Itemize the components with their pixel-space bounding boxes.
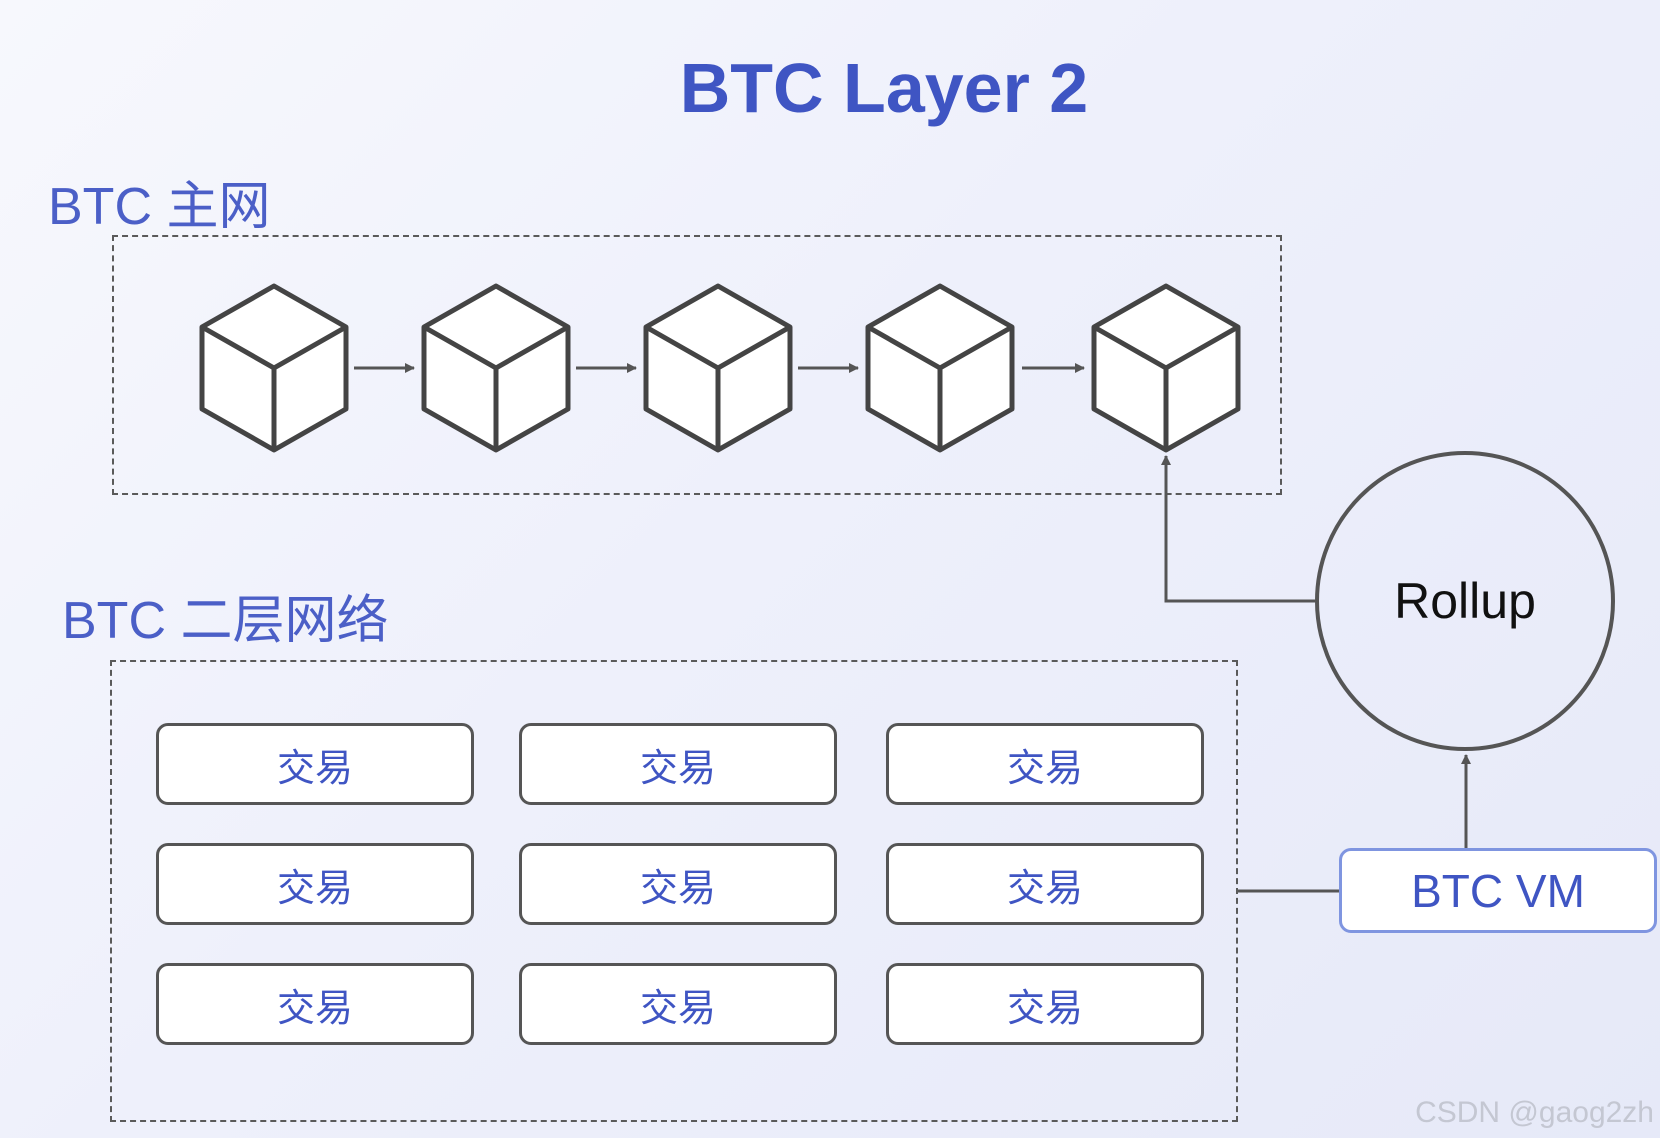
transaction-box: 交易 xyxy=(886,963,1204,1045)
layer2-label: BTC 二层网络 xyxy=(62,592,389,650)
rollup-node: Rollup xyxy=(1315,451,1615,751)
watermark: CSDN @gaog2zh xyxy=(1415,1096,1654,1129)
transaction-box: 交易 xyxy=(886,843,1204,925)
transaction-box: 交易 xyxy=(519,963,837,1045)
block-cube-4 xyxy=(865,283,1015,453)
mainnet-label: BTC 主网 xyxy=(48,178,271,236)
transaction-box: 交易 xyxy=(156,843,474,925)
btc-vm-node: BTC VM xyxy=(1339,848,1657,933)
block-cube-5 xyxy=(1091,283,1241,453)
transaction-box: 交易 xyxy=(156,963,474,1045)
transaction-box: 交易 xyxy=(886,723,1204,805)
transaction-box: 交易 xyxy=(519,723,837,805)
transaction-box: 交易 xyxy=(156,723,474,805)
mainnet-container xyxy=(112,235,1282,495)
block-cube-1 xyxy=(199,283,349,453)
block-cube-3 xyxy=(643,283,793,453)
transaction-box: 交易 xyxy=(519,843,837,925)
rollup-to-block-arrow xyxy=(1161,455,1315,603)
layer2-container xyxy=(110,660,1238,1122)
diagram-title: BTC Layer 2 xyxy=(679,49,1089,127)
block-cube-2 xyxy=(421,283,571,453)
